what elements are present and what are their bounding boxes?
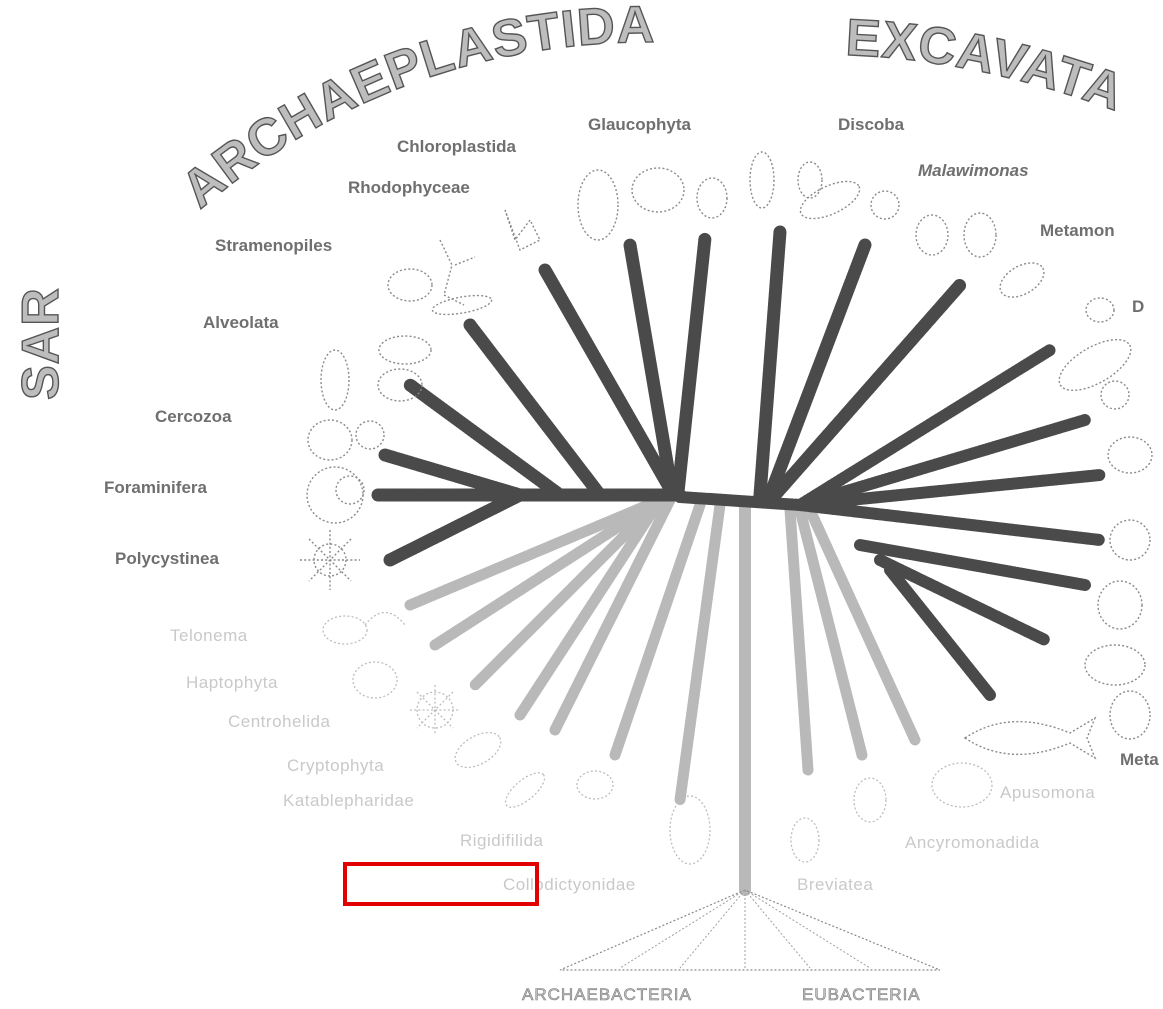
red-alga-sketch bbox=[505, 210, 540, 250]
discoban-cell bbox=[750, 152, 774, 208]
sar-heading: SAR bbox=[12, 287, 70, 400]
foraminifer-cell bbox=[307, 467, 363, 523]
glaucophyte-cell bbox=[632, 168, 684, 212]
excavata-heading: EXCAVATA bbox=[844, 9, 1132, 123]
label-metamonada: Metamon bbox=[1040, 221, 1115, 240]
rigidifilid-cell bbox=[577, 771, 613, 799]
green-alga-cell bbox=[578, 170, 618, 240]
branch-polycystinea bbox=[390, 495, 520, 560]
branch-right-4 bbox=[800, 505, 1100, 540]
prokaryote-root-fan bbox=[560, 890, 940, 970]
organism-sketches bbox=[300, 152, 1152, 758]
label-breviatea: Breviatea bbox=[797, 875, 873, 894]
label-stramenopiles: Stramenopiles bbox=[215, 236, 332, 255]
label-malawimonas: Malawimonas bbox=[918, 161, 1029, 180]
right-cell-1 bbox=[1086, 298, 1114, 322]
right-cell-6 bbox=[1098, 581, 1142, 629]
label-haptophyta: Haptophyta bbox=[186, 673, 278, 692]
label-ancyromonadida: Ancyromonadida bbox=[905, 833, 1040, 852]
red-highlight-box bbox=[343, 862, 539, 906]
euglenid-cell bbox=[798, 162, 822, 198]
branch-centrohelida bbox=[475, 500, 660, 685]
right-cell-4 bbox=[1108, 437, 1152, 473]
label-apusomonadida: Apusomona bbox=[1000, 783, 1095, 802]
right-branches bbox=[800, 350, 1100, 695]
metamonad-cell-3 bbox=[994, 256, 1050, 304]
metamonad-cell-1 bbox=[916, 215, 948, 255]
diatom-cell bbox=[431, 292, 493, 318]
label-centrohelida: Centrohelida bbox=[228, 712, 330, 731]
flagellate-cell bbox=[871, 191, 899, 219]
collodictyonid-cell bbox=[670, 796, 710, 864]
label-alveolata: Alveolata bbox=[203, 313, 279, 332]
haptophyte-cell bbox=[353, 662, 397, 698]
metamonad-cell-2 bbox=[964, 213, 996, 257]
label-rigidifilida: Rigidifilida bbox=[460, 831, 544, 850]
label-metazoa: Meta bbox=[1120, 750, 1159, 769]
stramenopile-cell bbox=[388, 269, 432, 301]
label-chloroplastida: Chloroplastida bbox=[397, 137, 517, 156]
label-telonema: Telonema bbox=[170, 626, 248, 645]
root-bar bbox=[680, 497, 800, 505]
cryptophyte-cell bbox=[449, 725, 506, 774]
cercozoan-cell-2 bbox=[356, 421, 384, 449]
ancyromonad-cell bbox=[854, 778, 886, 822]
label-cercozoa: Cercozoa bbox=[155, 407, 232, 426]
right-cell-7 bbox=[1085, 645, 1145, 685]
label-discoba: Discoba bbox=[838, 115, 905, 134]
right-cell-8 bbox=[1110, 691, 1150, 739]
branch-discoba bbox=[760, 232, 780, 495]
label-glaucophyta: Glaucophyta bbox=[588, 115, 692, 134]
alveolate-cell-2 bbox=[321, 350, 349, 410]
label-cryptophyta: Cryptophyta bbox=[287, 756, 384, 775]
label-archaebacteria: ARCHAEBACTERIA bbox=[522, 985, 692, 1004]
label-polycystinea: Polycystinea bbox=[115, 549, 219, 568]
chloroplastid-cell bbox=[697, 178, 727, 218]
apusomonad-cell bbox=[932, 763, 992, 807]
right-cell-2 bbox=[1051, 329, 1138, 400]
label-rhodophyceae: Rhodophyceae bbox=[348, 178, 470, 197]
malawimonas-cell bbox=[795, 174, 865, 226]
cercozoan-cell bbox=[308, 420, 352, 460]
telonema-cell bbox=[323, 616, 367, 644]
alveolate-cell-1 bbox=[379, 336, 431, 364]
label-foraminifera: Foraminifera bbox=[104, 478, 208, 497]
faint-organism-sketches bbox=[323, 613, 992, 865]
fish-sketch bbox=[965, 718, 1095, 758]
telonema-flagellum bbox=[365, 613, 405, 626]
branch-glaucophyta bbox=[678, 238, 705, 492]
foraminifer-chamber bbox=[336, 476, 364, 504]
label-eubacteria: EUBACTERIA bbox=[802, 985, 921, 1004]
radiolarian-spines bbox=[300, 530, 360, 590]
branch-malawimonas bbox=[770, 245, 865, 495]
label-right-d: D bbox=[1132, 297, 1144, 316]
faint-labels: Telonema Haptophyta Centrohelida Cryptop… bbox=[170, 626, 1095, 894]
katablepharid-cell bbox=[500, 767, 550, 813]
right-cell-3 bbox=[1101, 381, 1129, 409]
label-katablepharidae: Katablepharidae bbox=[283, 791, 414, 810]
right-cell-5 bbox=[1110, 520, 1150, 560]
breviate-cell bbox=[791, 818, 819, 862]
upper-branches bbox=[545, 232, 960, 505]
